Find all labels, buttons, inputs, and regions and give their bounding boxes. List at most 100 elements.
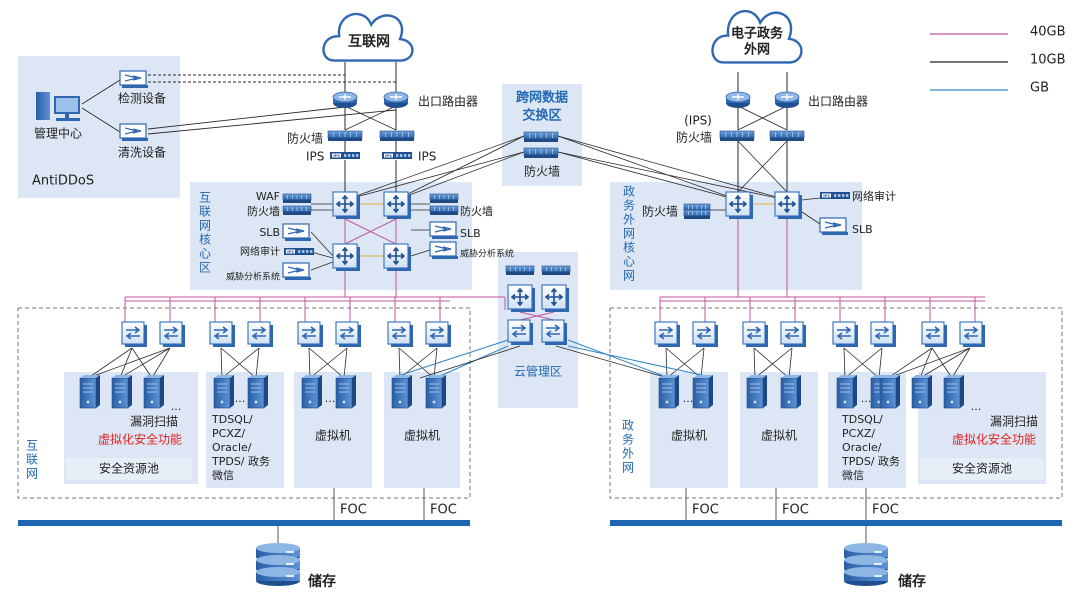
- core-switch-side: [357, 195, 360, 219]
- internet-cloud-label: 互联网: [348, 34, 390, 50]
- core-switch-bottom: [336, 268, 360, 271]
- server-body: [143, 377, 161, 409]
- dots-egov-sec: ...: [971, 400, 982, 413]
- server-led: [843, 400, 847, 404]
- link-line: [788, 347, 793, 379]
- server-led: [753, 400, 757, 404]
- server-top: [248, 375, 268, 378]
- detect-device-label: 检测设备: [118, 91, 166, 106]
- router-arrows: [390, 94, 402, 100]
- egov-zone-border: [609, 307, 1063, 499]
- link-line: [87, 347, 171, 379]
- switch-body: [425, 321, 449, 345]
- ips-led: [834, 194, 837, 197]
- appliance-base: [285, 277, 311, 280]
- pc-tower: [36, 92, 50, 120]
- server-top: [214, 375, 234, 378]
- audit-left-icon: IPS: [284, 248, 314, 255]
- router-left-b-icon: [383, 91, 409, 108]
- storage-bus-right: [610, 520, 1062, 526]
- ips-led: [344, 154, 347, 157]
- firewall-base: [684, 216, 710, 219]
- server-led: [665, 400, 669, 404]
- inet-access-switch-0-a-icon: [121, 321, 147, 347]
- ips-led: [310, 250, 313, 253]
- server-top: [392, 375, 412, 378]
- link-line: [843, 347, 846, 379]
- egov-zone-title-char: 网: [622, 461, 634, 475]
- ips-led: [356, 154, 359, 157]
- server-top: [912, 375, 932, 378]
- egov-server-vm1-2: [692, 375, 713, 409]
- core-switch-arrows: [544, 287, 564, 307]
- inet-core-switch-d-icon: [383, 243, 411, 271]
- egov-server-sec-3: [943, 375, 964, 409]
- fw-right-core-label: 防火墙: [460, 204, 493, 218]
- egov-access-switch-0-a-icon: [654, 321, 680, 347]
- switch-arrows: [301, 326, 317, 340]
- core-switch-side: [408, 195, 411, 219]
- firewall-base: [328, 138, 362, 141]
- server-top: [659, 375, 679, 378]
- storage-led: [286, 563, 294, 565]
- server-body: [780, 377, 798, 409]
- appliance-base: [432, 236, 458, 239]
- threat-right-label: 威胁分析系统: [460, 248, 514, 260]
- core-switch-side: [532, 288, 535, 312]
- server-led: [699, 400, 703, 404]
- storage-icon: [844, 543, 888, 586]
- legend-label-2: GB: [1030, 81, 1049, 96]
- foc-right-1: FOC: [692, 503, 719, 518]
- link-line: [419, 345, 521, 379]
- core-switch-bottom: [545, 309, 569, 312]
- firewall-base: [430, 212, 458, 215]
- link-line: [131, 347, 153, 379]
- switch-side: [803, 325, 806, 347]
- egov-zone-title-char: 外: [622, 447, 634, 461]
- ips-left-b-icon: IPS: [382, 152, 412, 159]
- server-led: [150, 400, 154, 404]
- link-line: [81, 79, 121, 105]
- link-line: [557, 135, 739, 201]
- router-label-left: 出口路由器: [418, 94, 478, 109]
- link-line: [754, 347, 793, 379]
- switch-arrows: [163, 326, 179, 340]
- switch-bottom: [391, 344, 413, 347]
- link-line: [147, 106, 346, 130]
- slb-left-icon: [282, 223, 311, 241]
- db-line-left-2: Oracle/: [212, 441, 252, 454]
- management-pc-icon: [36, 92, 80, 121]
- server-side: [352, 375, 356, 408]
- switch-body: [959, 321, 983, 345]
- server-side: [797, 375, 801, 408]
- egov-access-switch-3-b-icon: [959, 321, 985, 347]
- switch-side: [182, 325, 185, 347]
- link-line: [398, 347, 435, 379]
- internet-zone-title-char: 网: [26, 467, 38, 481]
- egov-server-sec-2: [911, 375, 932, 409]
- switch-arrows: [874, 326, 890, 340]
- storage-led: [874, 575, 882, 577]
- appliance-base: [432, 256, 458, 259]
- firewall-left-a-icon: [327, 130, 363, 141]
- core-switch-bottom: [729, 216, 753, 219]
- egov-core-title-char: 网: [623, 269, 635, 283]
- internet-zone-border: [17, 307, 471, 499]
- server-led: [118, 400, 122, 404]
- server-led: [86, 400, 90, 404]
- server-top: [302, 375, 322, 378]
- inet-access-switch-3-a-icon: [387, 321, 413, 347]
- router-right-b-icon: [774, 91, 800, 108]
- clean-device-icon: [119, 123, 148, 141]
- sec-pool-left-label: 安全资源池: [99, 461, 159, 476]
- vm-right-2-label: 虚拟机: [761, 429, 797, 443]
- ips-tag-text: IPS: [333, 154, 340, 158]
- exchange-title-2: 交换区: [522, 108, 561, 124]
- link-line: [308, 347, 311, 379]
- appliance-arrows: [287, 266, 305, 274]
- exchange-firewall-b-icon: [523, 147, 559, 158]
- appliance-arrows: [124, 127, 142, 135]
- exchange-firewall-label: 防火墙: [524, 164, 560, 179]
- switch-side: [410, 325, 413, 347]
- db-line-right-4: 微信: [842, 468, 864, 482]
